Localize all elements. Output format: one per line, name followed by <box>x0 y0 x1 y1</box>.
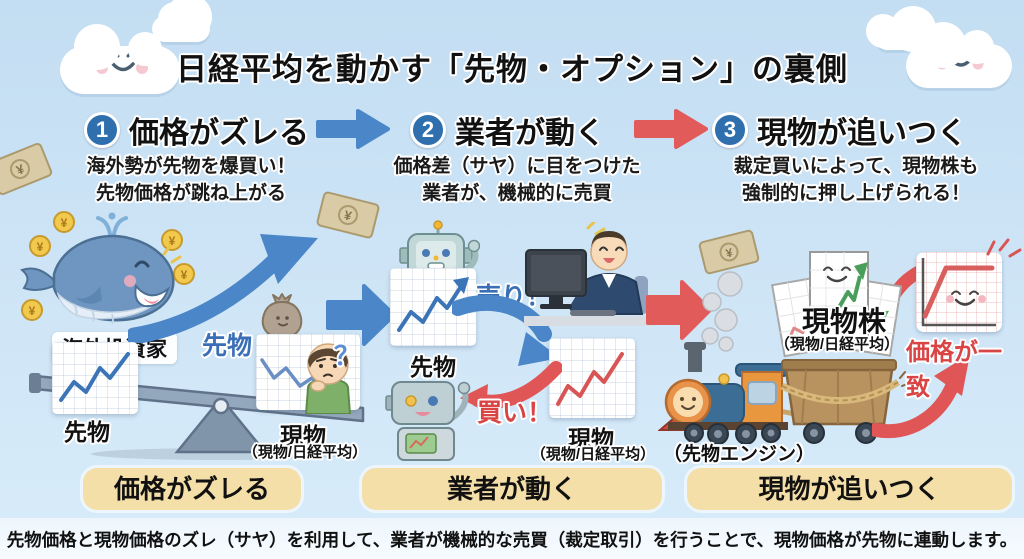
thinking-boy-illustration <box>304 343 352 414</box>
coin-icon: ¥ <box>173 263 195 285</box>
scene-arrow-blue-icon <box>326 284 396 346</box>
question-mark: ？ <box>334 341 361 371</box>
step2-header: 2 業者が動く <box>410 108 605 152</box>
footer-note: 先物価格と現物価格のズレ（サヤ）を利用して、業者が機械的な売買（裁定取引）を行う… <box>6 530 1018 550</box>
svg-text:¥: ¥ <box>724 245 734 260</box>
banknote-icon: ¥ <box>698 229 760 275</box>
emphasis-marks-icon <box>986 238 1022 258</box>
futures-chart-line <box>397 277 469 332</box>
robot-illustration <box>399 220 480 279</box>
step3-description: 裁定買いによって、現物株も 強制的に押し上げられる！ <box>731 153 981 207</box>
robot-illustration <box>385 381 471 461</box>
futures-chart-caption: 先物 <box>64 419 110 445</box>
footer-band <box>0 518 1024 559</box>
cloud-left <box>60 24 180 94</box>
futures-chart-caption: 先物 <box>410 354 456 380</box>
train-engine-illustration <box>658 342 789 444</box>
step-arrow-red-icon <box>634 109 708 149</box>
spot-chart-caption: 現物 <box>568 426 614 452</box>
svg-text:¥: ¥ <box>181 268 188 282</box>
svg-text:¥: ¥ <box>37 240 44 254</box>
coin-icon: ¥ <box>29 235 51 257</box>
step3-number-badge: 3 <box>712 112 748 148</box>
trader-illustration <box>524 222 652 326</box>
bottom-label-catchup: 現物が追いつく <box>687 468 1012 510</box>
spot-chart-panel <box>549 338 635 418</box>
step2-desc-line1: 価格差（サヤ）に目をつけた <box>393 156 641 177</box>
converge-chart-line <box>921 258 996 327</box>
coin-icon: ¥ <box>53 211 75 233</box>
svg-text:¥: ¥ <box>29 304 36 318</box>
banknote-icon: ¥ <box>0 142 53 196</box>
step1-number-badge: 1 <box>84 112 120 148</box>
page-title: 日経平均を動かす「先物・オプション」の裏側 <box>176 52 848 87</box>
engine-caption: （先物エンジン） <box>663 444 816 465</box>
step2-desc-line2: 業者が、機械的に売買 <box>422 183 612 204</box>
buy-label: 買い！ <box>477 399 553 427</box>
steam-icon <box>701 271 743 352</box>
cart-illustration <box>780 359 906 444</box>
converge-arrow-icon <box>872 354 970 439</box>
whale-illustration <box>20 212 182 325</box>
buy-arrow-icon <box>460 361 562 412</box>
step1-desc-line1: 海外勢が先物を爆買い！ <box>86 156 296 177</box>
coin-icon: ¥ <box>21 299 43 321</box>
banknote-icon: ¥ <box>316 191 380 239</box>
step1-heading: 価格がズレる <box>129 117 309 150</box>
svg-text:¥: ¥ <box>343 207 354 223</box>
cargo-subcaption: （現物/日経平均） <box>774 336 900 353</box>
step3-desc-line1: 裁定買いによって、現物株も <box>733 156 979 177</box>
futures-chart-panel <box>52 342 138 414</box>
cloud-small-left <box>152 0 212 42</box>
futures-chart-line <box>59 352 130 402</box>
step1-description: 海外勢が先物を爆買い！ 先物価格が跳ね上がる <box>66 153 316 207</box>
step1-header: 1 価格がズレる <box>84 108 309 152</box>
step3-header: 3 現物が追いつく <box>712 108 967 152</box>
cargo-charts-illustration <box>771 251 903 358</box>
cargo-caption: 現物株 <box>802 306 887 337</box>
step3-desc-line2: 強制的に押し上げられる！ <box>741 183 970 204</box>
step1-desc-line2: 先物価格が跳ね上がる <box>95 183 286 204</box>
step3-heading: 現物が追いつく <box>757 117 967 150</box>
step2-number-badge: 2 <box>410 112 446 148</box>
bottom-label-traders: 業者が動く <box>362 468 662 510</box>
spot-chart-subcaption: （現物/日経平均） <box>242 444 368 461</box>
coin-icon: ¥ <box>161 229 183 251</box>
futures-surge-arrow-icon <box>128 234 318 343</box>
step2-description: 価格差（サヤ）に目をつけた 業者が、機械的に売買 <box>392 153 642 207</box>
futures-rise-label: 先物 <box>202 332 253 360</box>
converge-caption: 価格が一致 <box>906 339 1002 401</box>
step-arrow-blue-icon <box>316 109 390 149</box>
scene-arrow-red-icon <box>646 280 712 340</box>
cloud-right <box>906 22 1012 88</box>
converge-chart-panel <box>916 252 1002 332</box>
bottom-label-price-gap: 価格がズレる <box>83 468 301 510</box>
step2-heading: 業者が動く <box>455 117 605 150</box>
cloud-small-right <box>866 6 936 52</box>
svg-text:¥: ¥ <box>61 216 68 230</box>
spot-chart-caption: 現物 <box>280 423 326 449</box>
spot-chart-subcaption: （現物/日経平均） <box>530 446 656 463</box>
svg-text:¥: ¥ <box>169 234 176 248</box>
spot-chart-line <box>556 352 624 406</box>
